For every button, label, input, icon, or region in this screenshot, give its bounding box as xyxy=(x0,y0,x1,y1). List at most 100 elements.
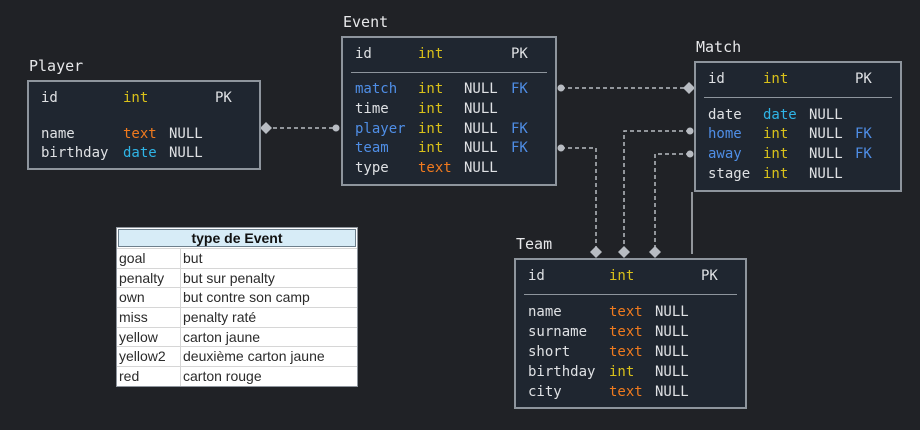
field-row: surname text NULL xyxy=(516,322,745,342)
legend-row: yellow carton jaune xyxy=(117,326,357,347)
field-row: type text NULL xyxy=(343,158,555,178)
legend-code: yellow xyxy=(119,328,158,345)
field-type: int xyxy=(763,71,789,87)
field-type: text xyxy=(609,304,643,320)
field-row: short text NULL xyxy=(516,342,745,362)
field-key: PK xyxy=(701,268,718,284)
field-name: stage xyxy=(708,166,751,182)
field-null: NULL xyxy=(169,145,203,161)
field-name: away xyxy=(708,146,742,162)
team-entity[interactable]: id int PK name text NULL surname text NU… xyxy=(514,258,747,409)
field-name: player xyxy=(355,121,406,137)
field-type: date xyxy=(123,145,157,161)
field-type: int xyxy=(418,81,444,97)
field-type: int xyxy=(418,101,444,117)
field-type: date xyxy=(763,107,797,123)
field-null: NULL xyxy=(464,121,498,137)
field-name: short xyxy=(528,344,571,360)
field-name: time xyxy=(355,101,389,117)
field-name: name xyxy=(41,126,75,142)
header-divider xyxy=(351,72,547,73)
field-row: stage int NULL xyxy=(696,164,900,184)
field-null: NULL xyxy=(655,304,689,320)
field-key: FK xyxy=(511,81,528,97)
field-row: id int PK xyxy=(343,44,555,64)
field-key: PK xyxy=(215,90,232,106)
field-key: PK xyxy=(511,46,528,62)
field-row: away int NULL FK xyxy=(696,144,900,164)
field-type: text xyxy=(609,324,643,340)
legend-code: goal xyxy=(119,250,146,266)
field-null: NULL xyxy=(655,384,689,400)
legend-row: penalty but sur penalty xyxy=(117,267,357,288)
legend-row: miss penalty raté xyxy=(117,307,357,327)
legend-row: own but contre son camp xyxy=(117,287,357,308)
field-row: home int NULL FK xyxy=(696,124,900,144)
match-title: Match xyxy=(696,38,742,56)
diamond-team-3 xyxy=(649,246,661,258)
field-row: id int PK xyxy=(696,69,900,89)
legend-label: but sur penalty xyxy=(183,269,275,286)
field-row: player int NULL FK xyxy=(343,119,555,139)
dot-event-team xyxy=(557,144,565,152)
field-name: match xyxy=(355,81,398,97)
field-type: int xyxy=(418,140,444,156)
field-type: text xyxy=(609,384,643,400)
field-null: NULL xyxy=(655,364,689,380)
event-type-legend: type de Event goal but penalty but sur p… xyxy=(116,227,358,387)
event-title: Event xyxy=(343,13,389,31)
player-entity[interactable]: id int PK name text NULL birthday date N… xyxy=(27,80,261,170)
field-name: name xyxy=(528,304,562,320)
field-row: birthday int NULL xyxy=(516,362,745,382)
field-name: birthday xyxy=(41,145,109,161)
diamond-match xyxy=(683,82,695,94)
field-name: date xyxy=(708,107,742,123)
team-title: Team xyxy=(516,235,553,253)
diamond-player xyxy=(260,122,272,134)
field-key: FK xyxy=(511,140,528,156)
field-row: id int PK xyxy=(516,266,745,286)
field-null: NULL xyxy=(809,107,843,123)
field-row: team int NULL FK xyxy=(343,138,555,158)
field-type: int xyxy=(418,121,444,137)
field-name: id xyxy=(355,46,372,62)
field-name: id xyxy=(528,268,545,284)
legend-code: own xyxy=(119,289,145,306)
match-entity[interactable]: id int PK date date NULL home int NULL F… xyxy=(694,61,902,192)
player-title: Player xyxy=(29,57,84,75)
legend-label: carton jaune xyxy=(183,328,261,345)
link-event-team xyxy=(561,147,597,252)
field-null: NULL xyxy=(655,324,689,340)
legend-code: yellow2 xyxy=(119,348,166,365)
field-type: int xyxy=(418,46,444,62)
field-name: surname xyxy=(528,324,588,340)
field-row: time int NULL xyxy=(343,99,555,119)
field-row: date date NULL xyxy=(696,105,900,125)
field-type: int xyxy=(763,166,789,182)
field-type: text xyxy=(609,344,643,360)
field-type: int xyxy=(763,146,789,162)
legend-code: miss xyxy=(119,309,148,326)
field-null: NULL xyxy=(809,146,843,162)
dot-match-away xyxy=(686,150,694,158)
field-name: type xyxy=(355,160,389,176)
event-entity[interactable]: id int PK match int NULL FK time int NUL… xyxy=(341,36,557,186)
field-name: id xyxy=(41,90,58,106)
field-key: PK xyxy=(855,71,872,87)
legend-label: carton rouge xyxy=(183,368,262,385)
field-null: NULL xyxy=(809,126,843,142)
header-divider xyxy=(524,294,737,295)
field-key: FK xyxy=(855,126,872,142)
field-name: birthday xyxy=(528,364,596,380)
diamond-team-2 xyxy=(618,246,630,258)
dot-match-home xyxy=(686,127,694,135)
field-key: FK xyxy=(511,121,528,137)
legend-header: type de Event xyxy=(118,229,356,247)
field-null: NULL xyxy=(655,344,689,360)
legend-label: penalty raté xyxy=(183,309,257,326)
legend-label: but xyxy=(183,250,203,266)
link-match-home-team xyxy=(623,130,690,252)
field-null: NULL xyxy=(464,81,498,97)
field-null: NULL xyxy=(169,126,203,142)
